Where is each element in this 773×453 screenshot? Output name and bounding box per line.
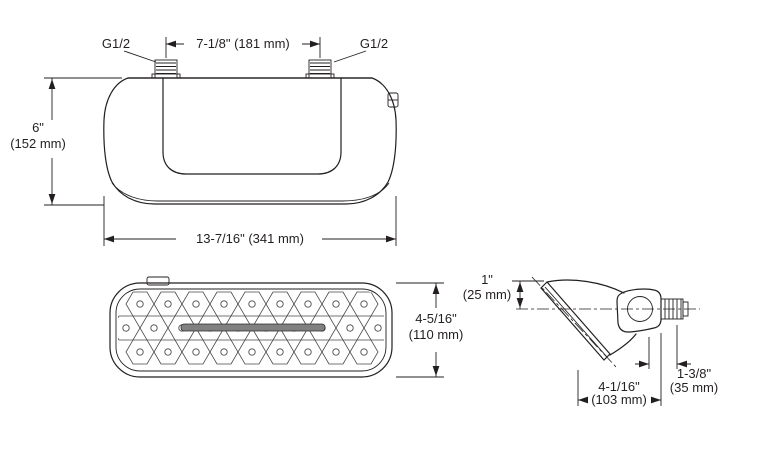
dimension-offset: 1" (25 mm): [463, 272, 544, 309]
projection-label-in: 4-1/16": [598, 379, 640, 394]
dimension-arrowheads: [48, 40, 687, 404]
side-face-plate: [540, 281, 611, 361]
overall-width-label: 13-7/16" (341 mm): [196, 231, 304, 246]
dimension-depth: 4-5/16" (110 mm): [396, 282, 464, 378]
ball-housing: [616, 288, 662, 333]
front-view: G1/2 G1/2 7-1/8" (181 mm) 6" (152 mm) 13…: [10, 36, 399, 246]
thread-leader-left: [123, 50, 157, 63]
front-rim-line: [111, 182, 390, 202]
front-thread-left-label: G1/2: [102, 36, 130, 51]
bottom-view: 4-5/16" (110 mm): [109, 276, 464, 378]
height-label-in: 6": [32, 120, 44, 135]
dimension-overall-width: 13-7/16" (341 mm): [103, 196, 397, 246]
height-label-mm: (152 mm): [10, 136, 66, 151]
offset-label-mm: (25 mm): [463, 287, 511, 302]
front-inner-channel: [162, 77, 342, 175]
connector-label-in: 1-3/8": [677, 366, 712, 381]
threaded-connector: [660, 298, 689, 320]
connector-label-mm: (35 mm): [670, 380, 718, 395]
projection-label-mm: (103 mm): [591, 392, 647, 407]
dimension-inlet-spacing: 7-1/8" (181 mm): [165, 36, 321, 58]
depth-label-mm: (110 mm): [409, 327, 464, 342]
depth-label-in: 4-5/16": [415, 311, 457, 326]
side-bottom-arm: [609, 333, 637, 356]
side-top-arm: [546, 279, 625, 294]
front-body-outline: [103, 77, 397, 205]
spray-slot: [180, 323, 326, 332]
dimension-height: 6" (152 mm): [10, 77, 122, 206]
ball-joint: [627, 296, 653, 322]
bottom-outer-shell: [109, 282, 393, 378]
front-inlet-right: [305, 59, 335, 79]
bottom-inner-rim: [115, 288, 387, 372]
side-view: 1" (25 mm) 4-1/16" (103 mm) 1-3/8" (35 m…: [463, 272, 718, 407]
offset-label-in: 1": [481, 272, 493, 287]
front-thread-right-label: G1/2: [360, 36, 388, 51]
bottom-tab: [146, 276, 170, 286]
inlet-spacing-label: 7-1/8" (181 mm): [196, 36, 289, 51]
front-inlet-left: [151, 59, 181, 79]
dimension-connector: 1-3/8" (35 mm): [635, 325, 718, 395]
thread-leader-right: [333, 50, 367, 63]
